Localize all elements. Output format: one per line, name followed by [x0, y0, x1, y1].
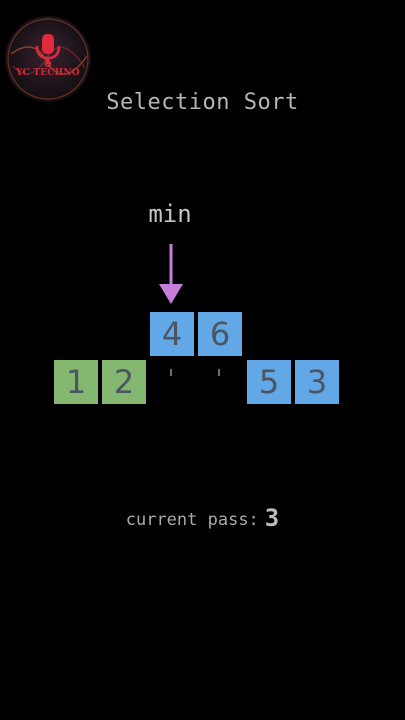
array-box-5: 5 — [247, 360, 291, 404]
box-value: 3 — [306, 363, 328, 401]
empty-slot-marker — [218, 369, 220, 376]
box-value: 1 — [65, 363, 87, 401]
array-box-1: 1 — [54, 360, 98, 404]
microphone-logo-icon — [7, 18, 89, 100]
array-box-2: 2 — [102, 360, 146, 404]
pass-number: 3 — [264, 504, 280, 532]
box-value: 4 — [161, 315, 183, 353]
raised-box-1: 4 — [150, 312, 194, 356]
logo-text: YC TECHNO — [16, 68, 80, 78]
empty-slot-marker — [170, 369, 172, 376]
box-value: 5 — [258, 363, 280, 401]
array-box-6: 3 — [295, 360, 339, 404]
min-pointer-label: min — [148, 200, 192, 228]
channel-logo: YC TECHNO — [5, 16, 91, 102]
box-value: 6 — [209, 315, 231, 353]
pass-label: current pass: — [125, 510, 259, 530]
raised-box-2: 6 — [198, 312, 242, 356]
down-arrow-icon — [159, 244, 183, 304]
box-value: 2 — [113, 363, 135, 401]
page-title: Selection Sort — [106, 90, 299, 115]
pass-status: current pass:3 — [0, 503, 405, 532]
